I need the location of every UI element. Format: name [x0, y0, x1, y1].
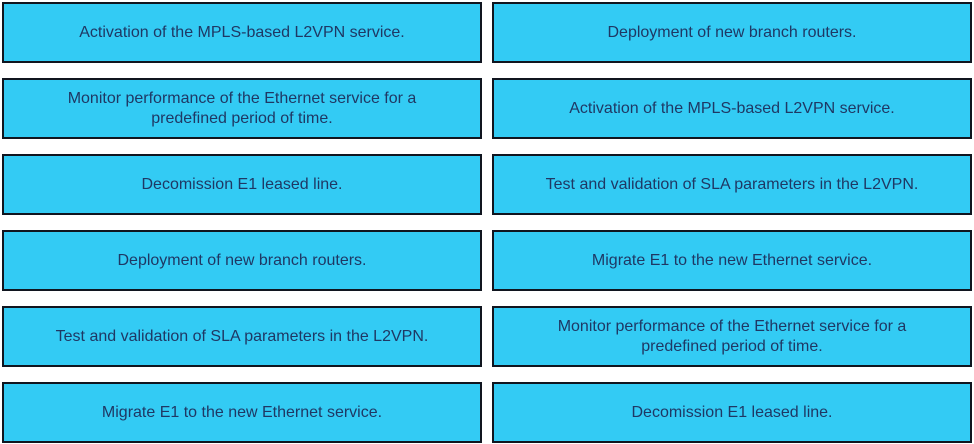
card-left-4[interactable]: Deployment of new branch routers.	[2, 230, 482, 291]
card-left-5[interactable]: Test and validation of SLA parameters in…	[2, 306, 482, 367]
card-right-3[interactable]: Test and validation of SLA parameters in…	[492, 154, 972, 215]
card-right-4[interactable]: Migrate E1 to the new Ethernet service.	[492, 230, 972, 291]
card-left-3[interactable]: Decomission E1 leased line.	[2, 154, 482, 215]
card-right-1[interactable]: Deployment of new branch routers.	[492, 2, 972, 63]
card-left-2[interactable]: Monitor performance of the Ethernet serv…	[2, 78, 482, 139]
card-left-6[interactable]: Migrate E1 to the new Ethernet service.	[2, 382, 482, 443]
card-left-1[interactable]: Activation of the MPLS-based L2VPN servi…	[2, 2, 482, 63]
card-right-6[interactable]: Decomission E1 leased line.	[492, 382, 972, 443]
card-right-2[interactable]: Activation of the MPLS-based L2VPN servi…	[492, 78, 972, 139]
card-right-5[interactable]: Monitor performance of the Ethernet serv…	[492, 306, 972, 367]
